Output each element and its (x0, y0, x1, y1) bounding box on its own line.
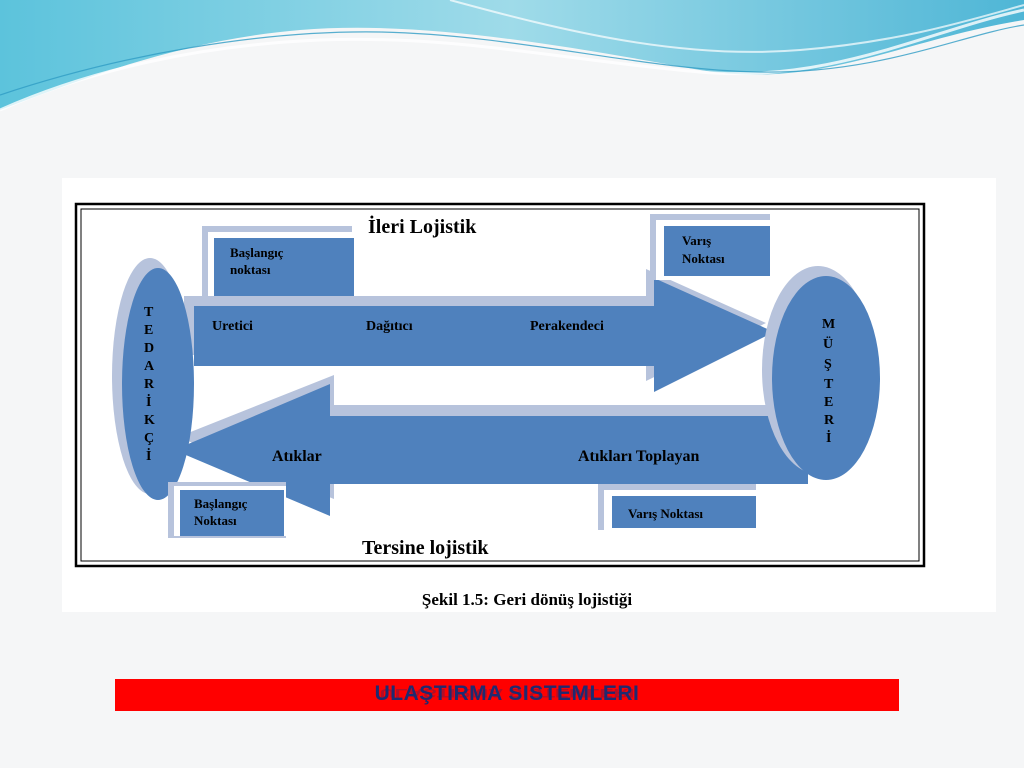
svg-text:T: T (144, 305, 154, 320)
forward-start-label-line2: noktası (230, 262, 271, 277)
supplier-ellipse (122, 268, 194, 500)
forward-start-label-line1: Başlangıç (230, 245, 284, 260)
reverse-end-box (612, 496, 756, 528)
svg-text:R: R (144, 377, 155, 392)
svg-text:İ: İ (826, 429, 831, 446)
figure-caption: Şekil 1.5: Geri dönüş lojistiği (421, 590, 633, 609)
svg-text:M: M (822, 317, 835, 332)
stage-waste-collector: Atıkları Toplayan (578, 448, 699, 465)
stage-producer: Uretici (212, 319, 253, 334)
svg-text:Ş: Ş (824, 357, 832, 372)
forward-start-box (214, 238, 354, 296)
customer-ellipse (772, 276, 880, 480)
forward-logistics-title: İleri Lojistik (368, 214, 477, 238)
svg-text:Ü: Ü (823, 335, 833, 352)
forward-logistics-arrow (194, 278, 774, 392)
stage-waste: Atıklar (272, 448, 322, 465)
svg-text:A: A (144, 359, 155, 374)
forward-end-label-line2: Noktası (682, 251, 725, 266)
svg-text:İ: İ (146, 447, 151, 464)
svg-text:K: K (144, 413, 155, 428)
stage-distributor: Dağıtıcı (366, 319, 413, 334)
stage-retailer: Perakendeci (530, 319, 604, 334)
reverse-logistics-diagram: İleri Lojistik Tersine lojistik Başlangı… (74, 202, 926, 568)
reverse-logistics-arrow (174, 384, 808, 516)
supplier-label: T E D A R İ K Ç İ (144, 305, 155, 464)
reverse-logistics-title: Tersine lojistik (362, 537, 489, 559)
svg-text:İ: İ (146, 393, 151, 410)
svg-text:D: D (144, 341, 154, 356)
slide-title: ULAŞTIRMA SISTEMLERI (374, 682, 640, 705)
customer-label: M Ü Ş T E R İ (822, 317, 835, 446)
svg-text:E: E (824, 395, 833, 410)
svg-text:T: T (824, 377, 834, 392)
figure-panel: İleri Lojistik Tersine lojistik Başlangı… (62, 178, 996, 612)
svg-text:Ç: Ç (144, 431, 154, 446)
slide-title-bar: ULAŞTIRMA SISTEMLERI ULAŞTIRMA SISTEMLER… (115, 679, 899, 711)
reverse-start-label-line2: Noktası (194, 513, 237, 528)
header-wave-decoration (0, 0, 1024, 112)
forward-end-label-line1: Varış (682, 233, 711, 248)
reverse-end-label: Varış Noktası (628, 506, 703, 521)
reverse-start-box (180, 490, 284, 536)
forward-end-box (664, 226, 770, 276)
svg-text:E: E (144, 323, 153, 338)
svg-text:R: R (824, 413, 835, 428)
reverse-start-label-line1: Başlangıç (194, 496, 248, 511)
